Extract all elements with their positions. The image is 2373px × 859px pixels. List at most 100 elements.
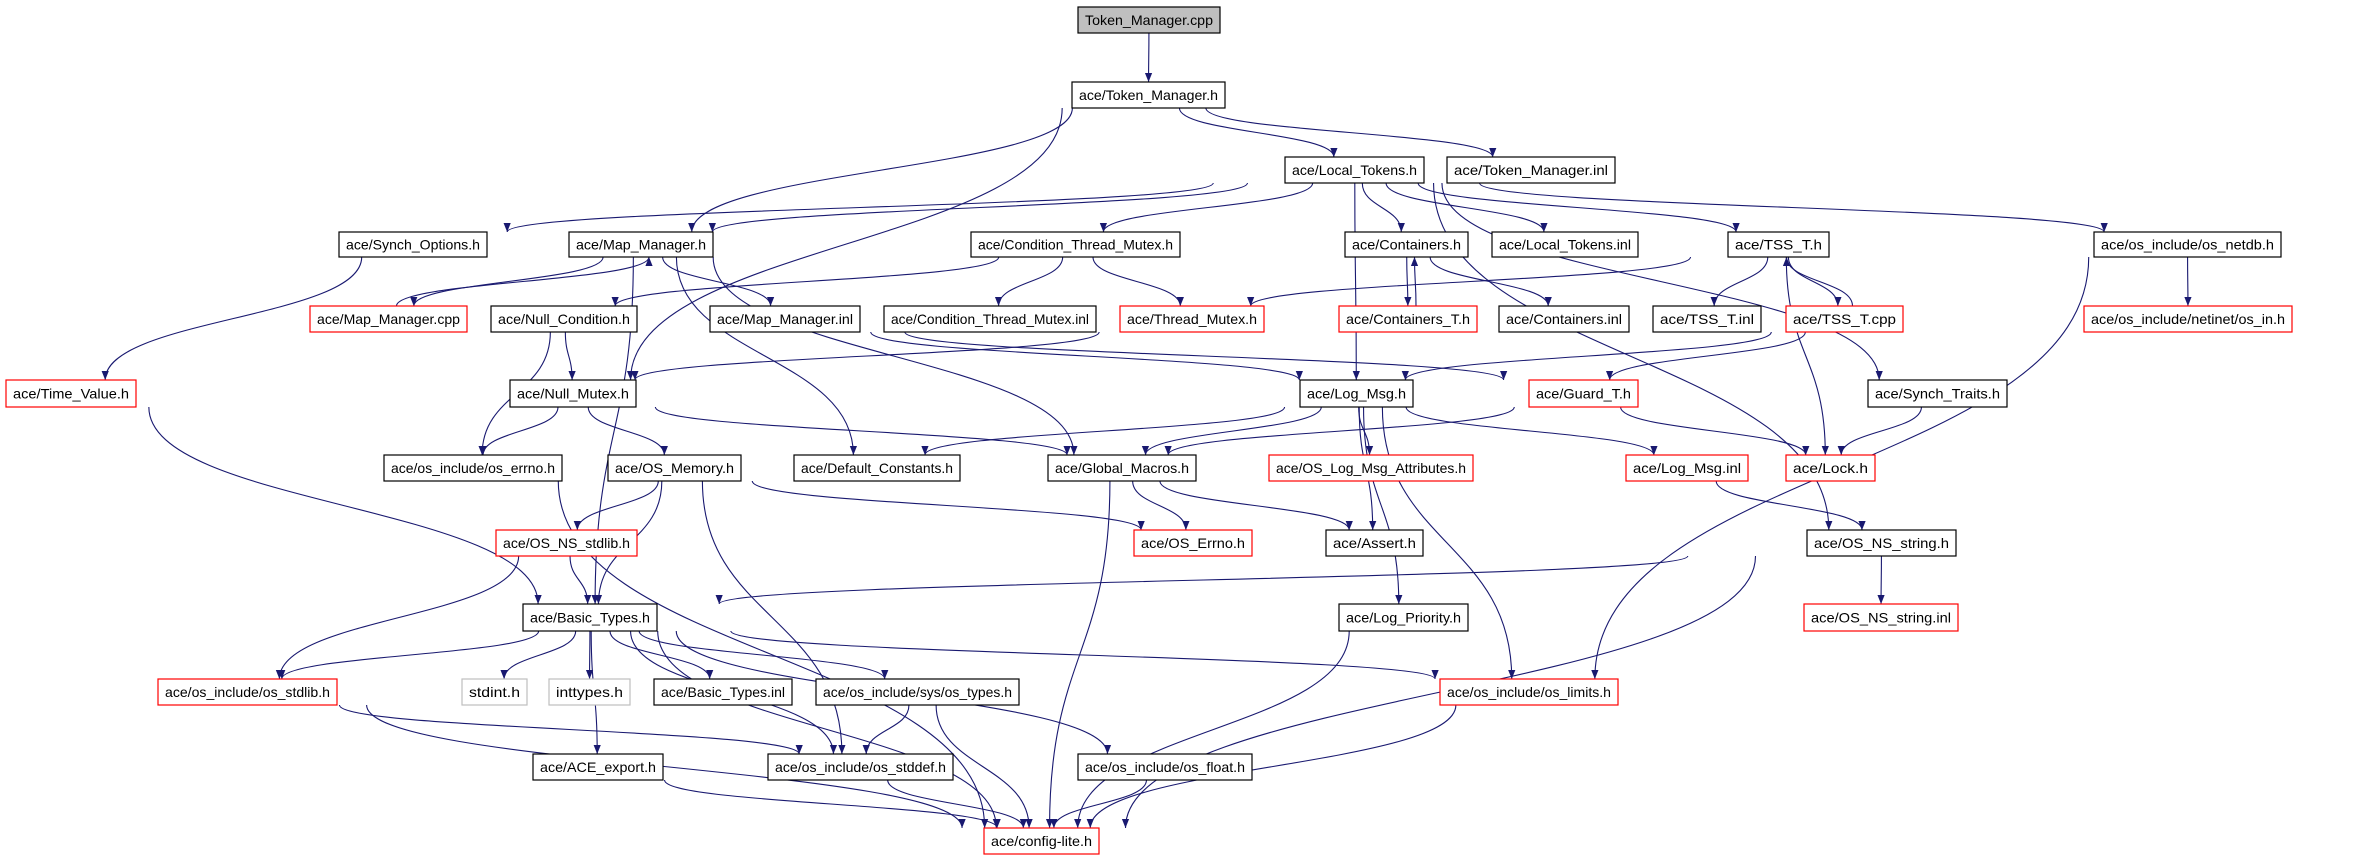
node-label: ace/config-lite.h xyxy=(991,833,1092,849)
node-stdint-h[interactable]: stdint.h xyxy=(461,678,528,706)
node-st-h[interactable]: ace/Synch_Traits.h xyxy=(1867,379,2008,408)
node-tss-cpp[interactable]: ace/TSS_T.cpp xyxy=(1785,305,1904,333)
node-box xyxy=(5,379,137,408)
node-inttypes-h[interactable]: inttypes.h xyxy=(548,678,631,706)
edge-tss_h-to-lock_h xyxy=(1785,256,1829,456)
edge-mem_h-to-nsstdlib_h xyxy=(573,480,659,531)
edge-st_h-to-lock_h xyxy=(1837,406,1922,456)
node-lm-h[interactable]: ace/Log_Msg.h xyxy=(1299,379,1414,408)
node-stddef-h[interactable]: ace/os_include/os_stddef.h xyxy=(767,753,954,781)
node-bt-inl[interactable]: ace/Basic_Types.inl xyxy=(653,678,793,706)
node-box xyxy=(548,678,631,706)
edge-mem_h-to-oserrno_h xyxy=(751,480,1145,531)
node-nc-h[interactable]: ace/Null_Condition.h xyxy=(490,305,638,333)
edge-tm_h-to-lt_h xyxy=(1178,107,1338,158)
node-so-h[interactable]: ace/Synch_Options.h xyxy=(338,231,488,258)
node-lock-h[interactable]: ace/Lock.h xyxy=(1785,454,1876,482)
node-cont-inl[interactable]: ace/Containers.inl xyxy=(1498,305,1630,333)
node-lma-h[interactable]: ace/OS_Log_Msg_Attributes.h xyxy=(1268,454,1474,482)
node-float-h[interactable]: ace/os_include/os_float.h xyxy=(1077,753,1253,781)
node-nsstdlib-h[interactable]: ace/OS_NS_stdlib.h xyxy=(495,529,638,557)
node-box xyxy=(2083,305,2293,333)
edge-contt_h-to-cont_h xyxy=(1410,256,1419,307)
node-box xyxy=(383,454,563,482)
node-errno-h[interactable]: ace/os_include/os_errno.h xyxy=(383,454,563,482)
node-box xyxy=(1491,231,1639,258)
node-label: ace/Default_Constants.h xyxy=(801,460,953,476)
node-lt-h[interactable]: ace/Local_Tokens.h xyxy=(1284,156,1425,184)
node-tm-cpp[interactable]: Token_Manager.cpp xyxy=(1077,6,1221,34)
node-tss-inl[interactable]: ace/TSS_T.inl xyxy=(1652,305,1762,333)
node-tm-inl[interactable]: ace/Token_Manager.inl xyxy=(1446,156,1616,184)
node-label: ace/Synch_Traits.h xyxy=(1875,386,2000,402)
node-box xyxy=(793,454,961,482)
node-mm-cpp[interactable]: ace/Map_Manager.cpp xyxy=(309,305,468,333)
node-cfg-h[interactable]: ace/config-lite.h xyxy=(983,827,1100,855)
edge-tss_cpp-to-guard_h xyxy=(1606,331,1806,381)
node-bt-h[interactable]: ace/Basic_Types.h xyxy=(522,603,658,632)
node-box xyxy=(607,454,742,482)
node-label: stdint.h xyxy=(469,684,520,700)
node-box xyxy=(1047,454,1197,482)
node-box xyxy=(1133,529,1253,557)
node-gm-h[interactable]: ace/Global_Macros.h xyxy=(1047,454,1197,482)
node-oserrno-h[interactable]: ace/OS_Errno.h xyxy=(1133,529,1253,557)
node-tv-h[interactable]: ace/Time_Value.h xyxy=(5,379,137,408)
node-contt-h[interactable]: ace/Containers_T.h xyxy=(1338,305,1478,333)
node-label: ace/Lock.h xyxy=(1793,460,1868,476)
node-tss-h[interactable]: ace/TSS_T.h xyxy=(1727,231,1830,258)
edge-nm_h-to-gm_h xyxy=(654,406,1071,456)
node-box xyxy=(509,379,637,408)
node-nm-h[interactable]: ace/Null_Mutex.h xyxy=(509,379,637,408)
node-tm-h[interactable]: ace/Token_Manager.h xyxy=(1071,81,1226,109)
node-mm-inl[interactable]: ace/Map_Manager.inl xyxy=(709,305,861,333)
node-assert-h[interactable]: ace/Assert.h xyxy=(1325,529,1424,557)
node-stdlib-h[interactable]: ace/os_include/os_stdlib.h xyxy=(157,678,338,706)
node-lt-inl[interactable]: ace/Local_Tokens.inl xyxy=(1491,231,1639,258)
node-lp-h[interactable]: ace/Log_Priority.h xyxy=(1338,603,1469,632)
node-limits-h[interactable]: ace/os_include/os_limits.h xyxy=(1439,678,1619,706)
edges-layer xyxy=(101,32,2192,829)
node-guard-h[interactable]: ace/Guard_T.h xyxy=(1528,379,1639,408)
node-box xyxy=(1439,678,1619,706)
node-osin-h[interactable]: ace/os_include/netinet/os_in.h xyxy=(2083,305,2293,333)
node-nsstring-h[interactable]: ace/OS_NS_string.h xyxy=(1806,529,1957,557)
node-box xyxy=(532,753,664,781)
edge-lt_h-to-netdb_h xyxy=(1478,182,2108,233)
edge-types_h-to-stddef_h xyxy=(862,704,910,755)
edge-stdlib_h-to-stddef_h xyxy=(338,704,803,755)
node-cont-h[interactable]: ace/Containers.h xyxy=(1344,231,1469,258)
node-export-h[interactable]: ace/ACE_export.h xyxy=(532,753,664,781)
edge-lm_h-to-dc_h xyxy=(921,406,1286,456)
node-label: ace/Containers.inl xyxy=(1506,311,1622,327)
edge-gm_h-to-oserrno_h xyxy=(1132,480,1190,531)
node-box xyxy=(490,305,638,333)
node-box xyxy=(1785,305,1904,333)
node-box xyxy=(983,827,1100,855)
node-box xyxy=(495,529,638,557)
edge-lt_h-to-ctm_h xyxy=(1099,182,1314,233)
node-nsstring-inl[interactable]: ace/OS_NS_string.inl xyxy=(1803,603,1959,632)
edge-tm_h-to-tm_inl xyxy=(1205,107,1497,158)
edge-ctm_h-to-nc_h xyxy=(611,256,1000,307)
node-ctm-inl[interactable]: ace/Condition_Thread_Mutex.inl xyxy=(883,305,1097,333)
node-label: ace/Null_Mutex.h xyxy=(517,386,629,402)
edge-tv_h-to-bt_h xyxy=(148,406,542,605)
node-mm-h[interactable]: ace/Map_Manager.h xyxy=(568,231,714,258)
edge-stdlib_h-to-cfg_h xyxy=(366,704,966,829)
node-label: ace/Map_Manager.cpp xyxy=(317,311,460,327)
node-mem-h[interactable]: ace/OS_Memory.h xyxy=(607,454,742,482)
node-netdb-h[interactable]: ace/os_include/os_netdb.h xyxy=(2093,231,2282,258)
edge-export_h-to-cfg_h xyxy=(663,779,1001,829)
node-dc-h[interactable]: ace/Default_Constants.h xyxy=(793,454,961,482)
edge-ctm_h-to-ctm_inl xyxy=(994,256,1064,307)
edge-nc_h-to-nm_h xyxy=(564,331,576,381)
node-label: ace/Assert.h xyxy=(1333,535,1416,551)
node-box xyxy=(1077,6,1221,34)
node-box xyxy=(1119,305,1265,333)
node-lm-inl[interactable]: ace/Log_Msg.inl xyxy=(1625,454,1749,482)
node-thm-h[interactable]: ace/Thread_Mutex.h xyxy=(1119,305,1265,333)
edge-gm_h-to-assert_h xyxy=(1159,480,1353,531)
node-ctm-h[interactable]: ace/Condition_Thread_Mutex.h xyxy=(970,231,1181,258)
node-types-h[interactable]: ace/os_include/sys/os_types.h xyxy=(815,678,1020,706)
